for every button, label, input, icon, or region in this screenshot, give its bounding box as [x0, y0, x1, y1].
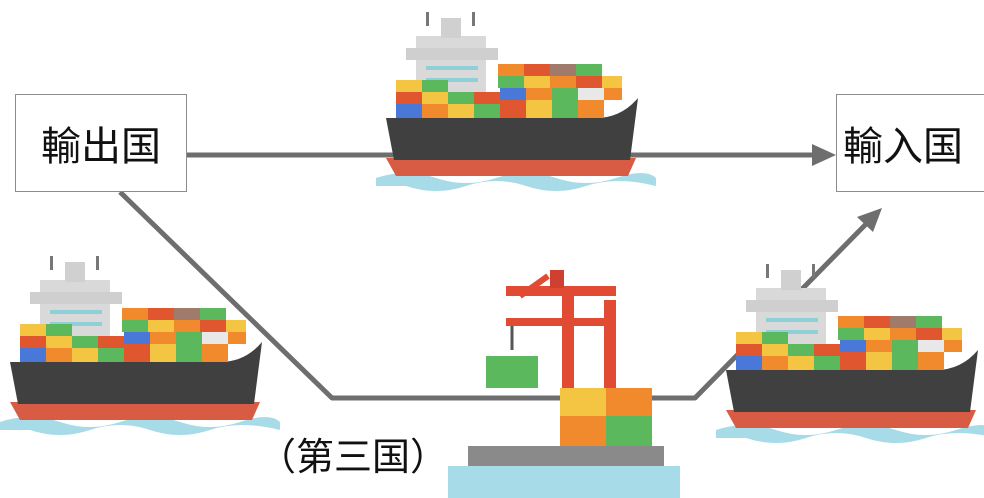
exporter-country-label: 輸出国 — [15, 94, 187, 192]
port-crane-icon — [506, 270, 616, 398]
container-ship-icon — [376, 12, 656, 191]
arrow-icon — [812, 144, 836, 166]
container-stack — [560, 388, 652, 446]
shipping-container-icon — [486, 356, 538, 388]
container-ship-icon — [716, 264, 984, 443]
third-country-label: （第三国） — [258, 435, 449, 479]
pier-icon — [448, 446, 680, 498]
container-ship-icon — [0, 256, 280, 435]
arrow-icon — [857, 208, 882, 232]
importer-country-label: 輸入国 — [836, 94, 984, 192]
